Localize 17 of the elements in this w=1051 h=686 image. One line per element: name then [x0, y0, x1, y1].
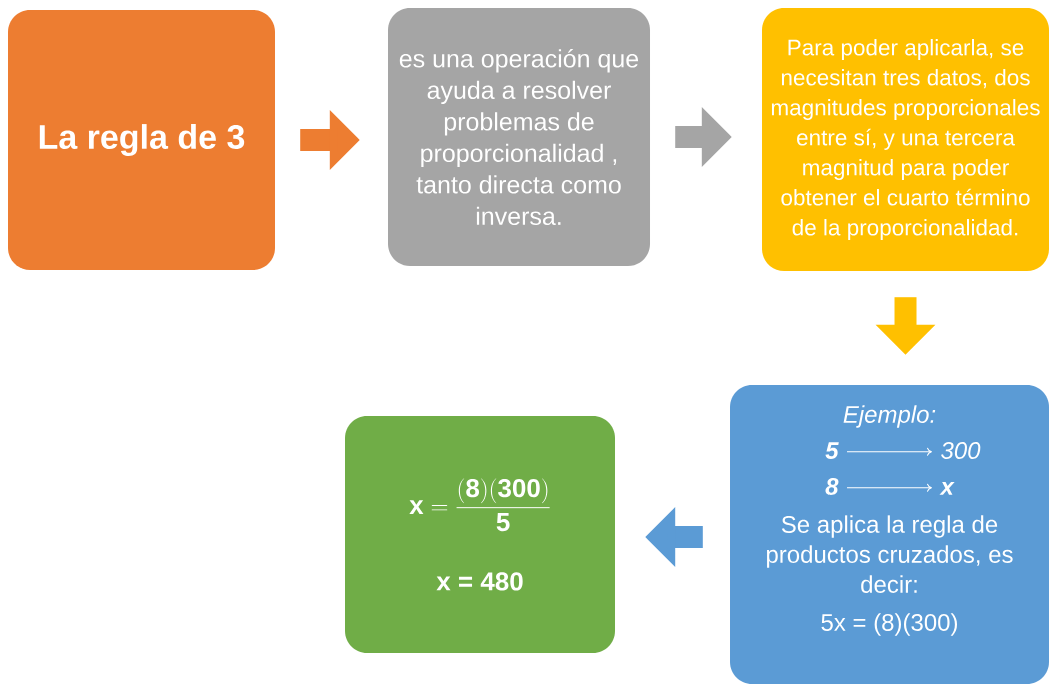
example-value: x: [939, 482, 955, 495]
box-text: Para poder aplicarla, se necesitan tres datos, dos magnitudes proporcionales entre sí, y una tercera magnitud para poder obtener el cuarto término de la proporcionalidad.: [771, 39, 1040, 240]
rounded-box: [762, 8, 1049, 271]
rounded-box: [730, 385, 1049, 684]
rounded-box: [388, 8, 650, 266]
example-value: 300: [941, 441, 981, 459]
example-heading: Ejemplo:: [843, 405, 936, 428]
box-text: Se aplica la regla de productos cruzados, es decir:: [767, 515, 1013, 593]
result-text: x = 480: [436, 572, 523, 591]
example-value: 8: [825, 477, 839, 495]
example-value: 5: [825, 442, 839, 459]
title-text: La regla de 3: [39, 124, 245, 156]
rounded-box: [8, 10, 275, 270]
box-text: es una operación que ayuda a resolver problemas de proporcionalidad , tanto directa como inversa.: [399, 48, 639, 226]
rounded-box: [345, 416, 615, 653]
equation-text: 5x = (8)(300): [821, 613, 957, 636]
formula: $\mathbf{x}=\frac{\mathbf{(8)(300)}}{\mathbf{5}}$: [409, 478, 550, 532]
